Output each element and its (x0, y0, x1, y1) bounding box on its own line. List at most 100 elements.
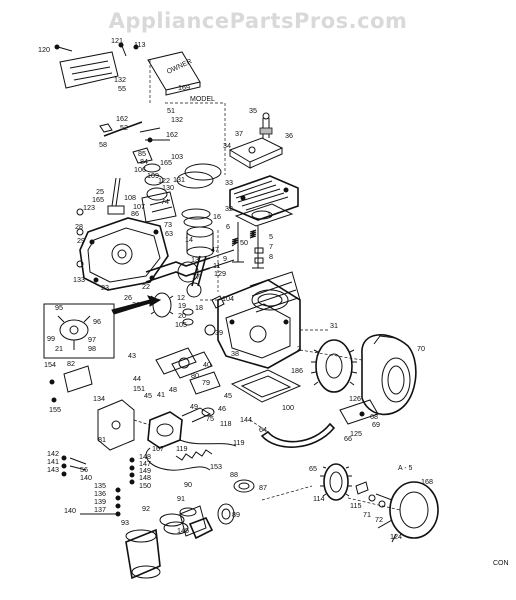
part-callout: 33 (225, 178, 233, 187)
part-callout: 49 (190, 402, 198, 411)
part-callout: 114 (313, 494, 324, 503)
part-callout: 72 (375, 515, 383, 524)
part-callout: 134 (93, 394, 105, 403)
part-callout: 113 (134, 40, 145, 49)
part-callout: 147 (139, 459, 151, 468)
part-callout: 84 (140, 157, 148, 166)
part-callout: 73 (164, 220, 172, 229)
part-callout: 20 (178, 311, 186, 320)
part-callout: 151 (133, 384, 145, 393)
part-callout: 90 (184, 480, 192, 489)
cylinder-head (229, 175, 299, 221)
part-callout: 41 (157, 390, 165, 399)
part-callout: 46 (218, 404, 226, 413)
part-callout: 130 (162, 183, 174, 192)
inset-box (43, 303, 115, 359)
part-callout: 82 (67, 359, 75, 368)
part-callout: 107 (133, 202, 145, 211)
part-callout: 124 (390, 532, 402, 541)
part-callout: 66 (344, 434, 352, 443)
part-callout: 8 (269, 252, 273, 261)
part-callout: 12 (177, 293, 185, 302)
air-cleaner (125, 528, 161, 580)
crankcase-cover (79, 217, 169, 291)
section-label: A - 5 (398, 465, 413, 472)
part-callout: 21 (55, 344, 63, 353)
part-callout: 21 (132, 300, 140, 309)
model-label: MODEL (190, 96, 215, 103)
part-callout: 22 (142, 282, 150, 291)
gasket-plate (59, 51, 119, 89)
part-callout: 44 (133, 374, 141, 383)
part-callout: 79 (202, 378, 210, 387)
part-callout: 162 (116, 114, 128, 123)
base-seal (260, 422, 336, 448)
part-callout: 100 (282, 403, 294, 412)
part-callout: 115 (350, 501, 361, 510)
part-callout: 58 (99, 140, 107, 149)
part-callout: 121 (111, 36, 123, 45)
part-callout: 109 (147, 171, 159, 180)
part-callout: 70 (417, 344, 425, 353)
part-callout: 131 (173, 175, 185, 184)
part-callout: 129 (214, 269, 226, 278)
part-callout: 45 (144, 391, 152, 400)
part-callout: 154 (44, 360, 56, 369)
part-callout: 119 (233, 438, 244, 447)
part-callout: 186 (291, 366, 303, 375)
part-callout: 106 (134, 165, 146, 174)
crankshaft (145, 249, 235, 283)
part-callout: 142 (47, 449, 59, 458)
part-callout: 123 (83, 203, 95, 212)
part-callout: 7 (269, 242, 273, 251)
part-callout: 43 (128, 351, 136, 360)
part-callout: 139 (94, 497, 106, 506)
part-callout: 95 (55, 303, 63, 312)
part-callout: 31 (330, 321, 338, 330)
part-callout: 13 (191, 255, 199, 264)
part-callout: 148 (139, 452, 151, 461)
spark-plug (259, 112, 273, 138)
part-callout: 1 (267, 210, 271, 219)
watermark-text: AppliancePartsPros.com (109, 9, 408, 33)
blower-housing (361, 334, 417, 416)
part-callout: 19 (178, 301, 186, 310)
part-callout: 162 (166, 130, 178, 139)
part-callout: 39 (215, 328, 223, 337)
part-callout: 35 (249, 106, 257, 115)
part-callout: 140 (80, 473, 92, 482)
engine-block (217, 271, 301, 369)
part-callout: 85 (138, 149, 146, 158)
part-callout: 165 (92, 195, 104, 204)
part-callout: 103 (171, 152, 183, 161)
part-callout: 63 (165, 229, 173, 238)
part-callout: 136 (94, 489, 106, 498)
part-callout: 69 (372, 420, 380, 429)
part-callout: 9 (223, 254, 227, 263)
part-callout: 140 (64, 506, 76, 515)
part-callout: 132 (114, 75, 126, 84)
part-callout: 105 (175, 320, 187, 329)
manual-box: OWNER (147, 51, 201, 96)
flywheel (310, 339, 358, 393)
recoil-starter (375, 481, 439, 543)
part-callout: 88 (230, 470, 238, 479)
part-callout: 168 (421, 477, 433, 486)
part-callout: 126 (349, 394, 361, 403)
part-callout: 2 (297, 344, 301, 353)
part-callout: 99 (47, 334, 55, 343)
part-callout: 55 (118, 84, 126, 93)
part-callout: 86 (131, 209, 139, 218)
part-callout: 18 (195, 303, 203, 312)
line-art: OWNER MODEL (43, 42, 439, 580)
part-callout: 47 (211, 245, 219, 254)
part-callout: 169 (178, 83, 190, 92)
part-callout: 92 (142, 504, 150, 513)
inset-arrow (111, 295, 162, 315)
part-callout: 96 (93, 317, 101, 326)
carburetor (147, 407, 215, 449)
part-callout: 26 (124, 293, 132, 302)
continued-label: CON (493, 560, 509, 567)
